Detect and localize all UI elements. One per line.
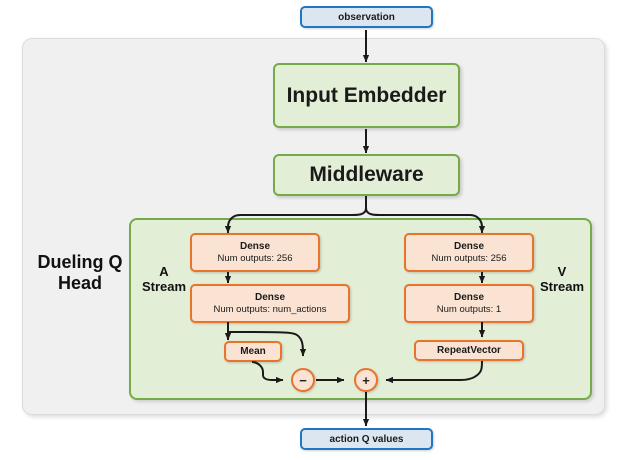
a-stream-label: A Stream	[136, 264, 192, 294]
v-stream-dense-256-node: Dense Num outputs: 256	[404, 233, 534, 272]
subtract-operator-glyph: −	[299, 372, 307, 388]
a-stream-label-line1: A	[159, 264, 169, 279]
v-stream-dense-256-subtitle: Num outputs: 256	[431, 253, 507, 264]
a-stream-dense-256-subtitle: Num outputs: 256	[217, 253, 293, 264]
subtract-operator-icon: −	[291, 368, 315, 392]
add-operator-icon: +	[354, 368, 378, 392]
observation-node: observation	[300, 6, 433, 28]
v-stream-dense-256-title: Dense	[453, 241, 484, 252]
input-embedder-label: Input Embedder	[286, 83, 447, 107]
dueling-q-head-label-line2: Head	[57, 272, 102, 293]
action-q-values-node: action Q values	[300, 428, 433, 450]
dueling-q-head-label: Dueling Q Head	[34, 252, 126, 294]
v-stream-dense-1-subtitle: Num outputs: 1	[436, 304, 502, 315]
a-stream-dense-num-actions-node: Dense Num outputs: num_actions	[190, 284, 350, 323]
a-stream-dense-256-node: Dense Num outputs: 256	[190, 233, 320, 272]
v-stream-label-line2: Stream	[539, 279, 585, 295]
observation-label: observation	[338, 11, 395, 23]
v-stream-label: V Stream	[534, 264, 590, 294]
a-stream-dense-num-actions-title: Dense	[254, 292, 285, 303]
middleware-node: Middleware	[273, 154, 460, 196]
add-operator-glyph: +	[362, 372, 370, 388]
input-embedder-node: Input Embedder	[273, 63, 460, 128]
middleware-label: Middleware	[309, 163, 424, 186]
v-stream-dense-1-title: Dense	[453, 292, 484, 303]
a-stream-dense-256-title: Dense	[239, 241, 270, 252]
a-stream-dense-num-actions-subtitle: Num outputs: num_actions	[213, 304, 327, 315]
v-stream-repeat-vector-label: RepeatVector	[437, 345, 501, 356]
v-stream-repeat-vector-node: RepeatVector	[414, 340, 524, 361]
v-stream-label-line1: V	[557, 264, 567, 279]
a-stream-label-line2: Stream	[141, 279, 187, 295]
dueling-q-head-label-line1: Dueling Q	[37, 252, 123, 272]
a-stream-mean-label: Mean	[240, 346, 266, 357]
v-stream-dense-1-node: Dense Num outputs: 1	[404, 284, 534, 323]
a-stream-mean-node: Mean	[224, 341, 282, 362]
action-q-values-label: action Q values	[329, 433, 404, 445]
